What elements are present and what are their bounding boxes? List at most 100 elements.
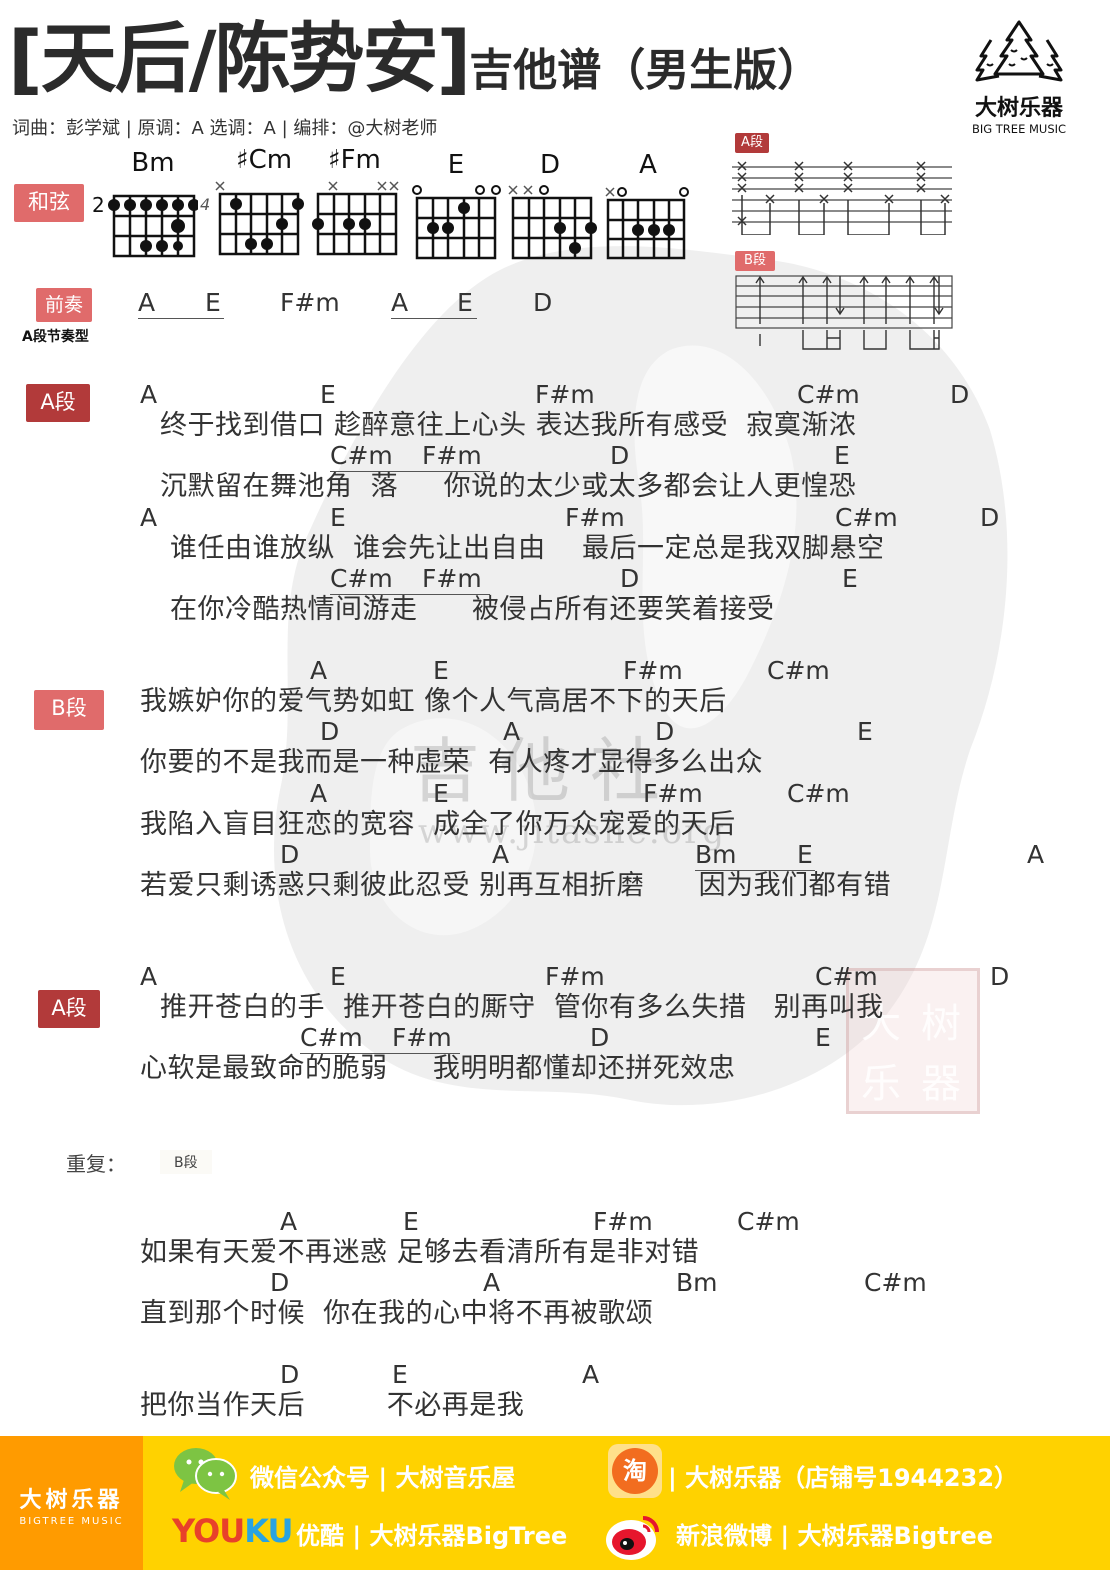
chord: F#m — [623, 656, 683, 685]
chord: A — [310, 656, 328, 685]
chord: A — [503, 717, 521, 746]
chord: C#m — [787, 779, 850, 808]
chord-diagram-d: D — [502, 150, 598, 260]
section-b1-label: B段 — [34, 690, 104, 730]
song-title: [天后/陈势安] — [8, 14, 471, 103]
song-credits: 词曲：彭学斌 | 原调：A 选调：A | 编排：@大树老师 — [12, 118, 438, 139]
svg-text:2: 2 — [92, 193, 105, 217]
prelude-chord: E — [457, 288, 473, 317]
chord: E — [433, 779, 449, 808]
svg-text:♯Cm: ♯Cm — [236, 145, 292, 175]
prelude-label: 前奏 — [36, 288, 92, 322]
chord: A — [140, 962, 158, 991]
chord: D — [280, 840, 300, 869]
chord: C#m — [737, 1207, 800, 1236]
chord: C#m — [767, 656, 830, 685]
svg-text:♯Fm: ♯Fm — [328, 145, 381, 175]
chord-grid — [508, 185, 597, 260]
chord: A — [140, 380, 158, 409]
chord: C#m — [835, 503, 898, 532]
rhythm-pattern-a — [732, 161, 952, 235]
chord: A — [140, 503, 158, 532]
chord-diagram-e: E — [408, 150, 504, 260]
chord: F#m — [545, 962, 605, 991]
lyric-line: 终于找到借口 趁醉意往上心头 表达我所有感受 寂寞渐浓 — [160, 410, 857, 441]
chord: C#m — [815, 962, 878, 991]
chord: A — [483, 1268, 501, 1297]
youku-link[interactable]: 优酷 | 大树乐器BigTree — [296, 1522, 568, 1550]
chord: D — [620, 564, 640, 593]
tie-underline — [300, 1053, 460, 1054]
chord-diagram-fsharp-m: ♯Fm — [308, 140, 404, 260]
chord: A — [310, 779, 328, 808]
rhythm-a-label: A段 — [735, 133, 769, 153]
chord: F#m — [422, 564, 482, 593]
chord: C#m — [797, 380, 860, 409]
chord: E — [330, 503, 346, 532]
lyric-line: 在你冷酷热情间游走 被侵占所有还要笑着接受 — [170, 594, 775, 625]
chord: F#m — [535, 380, 595, 409]
chord: E — [403, 1207, 419, 1236]
lyric-line: 心软是最致命的脆弱 我明明都懂却还拼死效忠 — [140, 1053, 736, 1084]
footer-brand: 大树乐器 BIGTREE MUSIC — [0, 1436, 143, 1570]
tie-underline — [330, 594, 490, 595]
chord: E — [857, 717, 873, 746]
underline — [391, 318, 477, 319]
section-a1-label: A段 — [26, 384, 90, 422]
chord: E — [330, 962, 346, 991]
rhythm-b-label: B段 — [735, 251, 775, 271]
taobao-icon: 淘 — [608, 1444, 662, 1498]
lyric-line: 你要的不是我而是一种虚荣 有人疼才显得多么出众 — [140, 747, 764, 778]
underline — [138, 318, 224, 319]
chord-diagram-csharp-m: ♯Cm 4 — [200, 140, 306, 260]
chord: E — [320, 380, 336, 409]
chord: A — [280, 1207, 298, 1236]
prelude-chord: A — [138, 288, 156, 317]
chord: C#m — [330, 441, 393, 470]
footer-banner: 大树乐器 BIGTREE MUSIC 微信公众号 | 大树音乐屋 淘 | 大树乐… — [0, 1436, 1110, 1570]
chord: E — [392, 1360, 408, 1389]
chord: E — [842, 564, 858, 593]
tie-underline — [695, 870, 815, 871]
chord-grid: ♯Fm — [312, 145, 399, 256]
chord-diagram-bm: Bm 2 — [88, 148, 198, 260]
chord: F#m — [422, 441, 482, 470]
chords-label: 和弦 — [14, 184, 84, 222]
prelude-chord: E — [205, 288, 221, 317]
chord: D — [270, 1268, 290, 1297]
section-a2-label: A段 — [38, 990, 100, 1028]
chord: C#m — [300, 1023, 363, 1052]
chord: A — [1027, 840, 1045, 869]
chord: D — [610, 441, 630, 470]
prelude-chord: D — [533, 288, 553, 317]
chord-grid — [605, 187, 689, 260]
chord: D — [950, 380, 970, 409]
wechat-icon — [174, 1448, 237, 1500]
chord: D — [655, 717, 675, 746]
weibo-icon — [606, 1516, 659, 1560]
logo-name-en: BIG TREE MUSIC — [971, 122, 1067, 136]
prelude-chord: A — [391, 288, 409, 317]
chord: F#m — [643, 779, 703, 808]
brand-logo: 大树乐器 BIG TREE MUSIC — [962, 18, 1076, 136]
wechat-link[interactable]: 微信公众号 | 大树音乐屋 — [250, 1464, 516, 1492]
lyric-line: 直到那个时候 你在我的心中将不再被歌颂 — [140, 1298, 654, 1329]
prelude-chord: F#m — [280, 288, 340, 317]
chord: D — [280, 1360, 300, 1389]
chord: D — [990, 962, 1010, 991]
taobao-link[interactable]: | 大树乐器（店铺号1944232） — [668, 1464, 1019, 1492]
lyric-line: 把你当作天后 不必再是我 — [140, 1390, 525, 1421]
lyric-line: 沉默留在舞池角 落 你说的太少或太多都会让人更惶恐 — [160, 471, 857, 502]
svg-text:4: 4 — [200, 195, 210, 214]
weibo-link[interactable]: 新浪微博 | 大树乐器Bigtree — [676, 1522, 994, 1550]
chord: E — [834, 441, 850, 470]
chord: A — [582, 1360, 600, 1389]
repeat-label: 重复： — [66, 1152, 126, 1176]
chord-grid — [412, 185, 501, 260]
chord: E — [433, 656, 449, 685]
logo-name-cn: 大树乐器 — [974, 96, 1063, 121]
lyric-line: 我嫉妒你的爱气势如虹 像个人气高居不下的天后 — [140, 686, 727, 717]
chord: E — [815, 1023, 831, 1052]
chord: C#m — [864, 1268, 927, 1297]
chord: D — [590, 1023, 610, 1052]
